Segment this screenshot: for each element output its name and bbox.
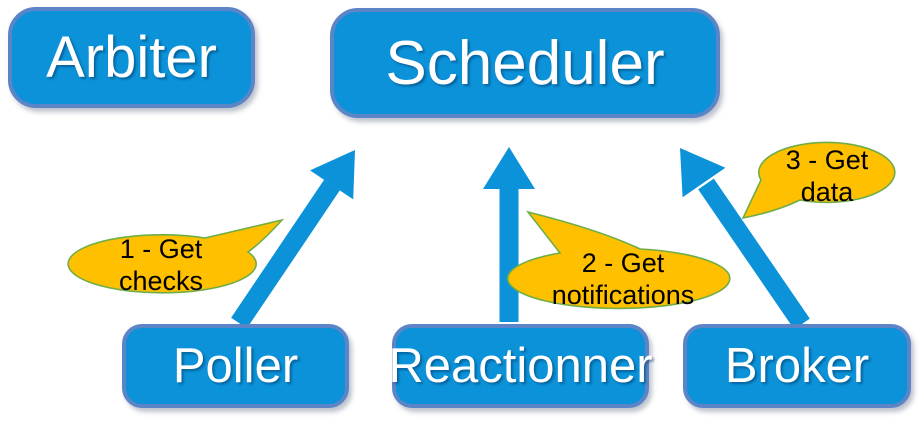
callout-1-text: 1 - Get checks bbox=[61, 233, 261, 297]
callout-2-line2: notifications bbox=[551, 280, 695, 310]
callout-2-line1: 2 - Get bbox=[581, 248, 665, 278]
node-scheduler: Scheduler bbox=[330, 8, 720, 118]
node-reactionner: Reactionner bbox=[388, 324, 653, 408]
arrow-poller-to-scheduler bbox=[231, 150, 355, 329]
arrow-broker-to-scheduler bbox=[680, 148, 810, 330]
node-poller: Poller bbox=[122, 324, 349, 408]
callout-1-line2: checks bbox=[118, 266, 204, 296]
node-arbiter-label: Arbiter bbox=[46, 25, 217, 90]
callout-1-bubble bbox=[67, 218, 285, 294]
node-reactionner-label: Reactionner bbox=[388, 339, 653, 393]
callout-3-line2: data bbox=[800, 177, 854, 207]
node-poller-label: Poller bbox=[172, 339, 299, 393]
callout-3-text: 3 - Get data bbox=[757, 144, 897, 208]
callout-3-line1: 3 - Get bbox=[785, 145, 869, 175]
callout-2-text: 2 - Get notifications bbox=[523, 247, 723, 311]
node-arbiter: Arbiter bbox=[8, 7, 255, 108]
node-scheduler-label: Scheduler bbox=[385, 28, 665, 98]
arrow-reactionner-to-scheduler bbox=[483, 147, 535, 322]
node-broker-label: Broker bbox=[724, 339, 870, 393]
callout-2-bubble bbox=[507, 210, 731, 310]
callout-3-bubble bbox=[741, 141, 896, 220]
node-broker: Broker bbox=[683, 324, 911, 408]
callout-1-line1: 1 - Get bbox=[119, 234, 203, 264]
